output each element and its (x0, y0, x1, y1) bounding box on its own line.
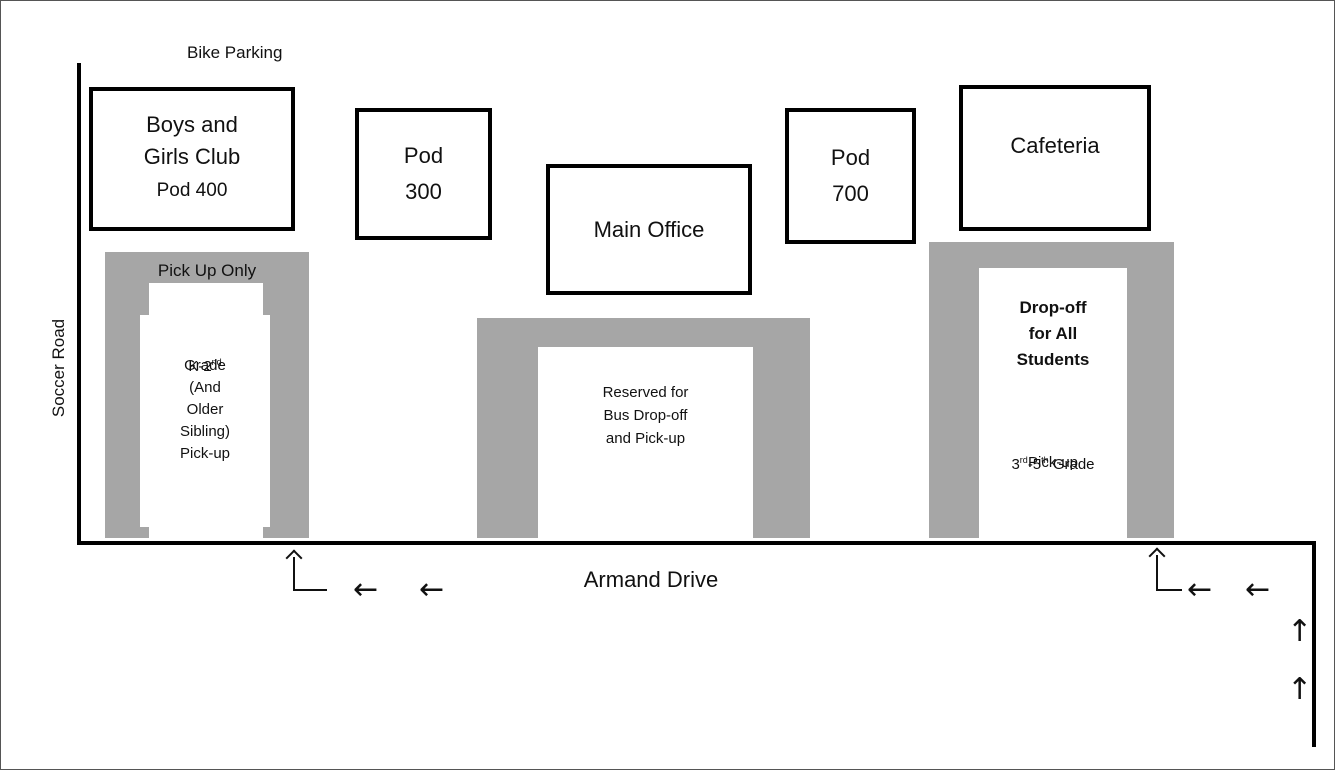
arrow-up-icon: ↑ (1287, 614, 1313, 649)
bus-reserved-label: Reserved for Bus Drop-off and Pick-up (602, 384, 689, 447)
turn-up-icon (1156, 555, 1182, 591)
pod-400-label: Pod 400 (156, 180, 228, 201)
bus-inner-lane (538, 347, 753, 538)
arrow-left-icon: ← (1187, 572, 1213, 607)
pickup-k2-grade-label: K-2nd (140, 329, 270, 378)
east-road-line (1312, 541, 1316, 747)
pod-300-line2: 300 (405, 179, 442, 204)
dropoff-grade-label: 3rd-5th Grade (979, 427, 1127, 476)
dropoff-inner-lane (979, 268, 1127, 538)
cafeteria-building: Cafeteria (959, 85, 1151, 231)
dropoff-grade-5-sup: th (1041, 455, 1049, 465)
pickup-k2-sup: nd (211, 357, 222, 367)
pickup-only-inner-lane-wide (140, 315, 270, 527)
arrow-left-icon: ← (353, 572, 379, 607)
bike-parking-label: Bike Parking (187, 43, 283, 62)
boys-girls-club-line1: Boys and (146, 112, 238, 137)
boys-and-girls-club-building: Boys and Girls Club Pod 400 (89, 87, 295, 231)
turn-up-icon (293, 557, 327, 591)
arrow-left-icon: ← (419, 572, 445, 607)
pod-300-line1: Pod (403, 143, 444, 168)
dropoff-title: Drop-off for All Students (1016, 298, 1090, 369)
soccer-road-line (77, 63, 81, 545)
dropoff-grade-3: 3 (1011, 456, 1020, 473)
main-office-building: Main Office (546, 164, 752, 295)
cafeteria-label: Cafeteria (1010, 133, 1100, 158)
pod-700-line2: 700 (832, 181, 869, 206)
armand-drive-line (77, 541, 1316, 545)
pickup-k2-prefix: K-2 (188, 358, 212, 375)
arrow-up-icon: ↑ (1287, 672, 1313, 707)
boys-girls-club-line2: Girls Club (143, 144, 241, 169)
dropoff-grade-3-sup: rd (1019, 455, 1028, 465)
pickup-k2-body: Grade (And Older Sibling) Pick-up (179, 357, 231, 462)
dropoff-grade-5: -5 (1027, 456, 1042, 473)
pod-700-building: Pod 700 (785, 108, 916, 244)
armand-drive-label: Armand Drive (583, 567, 719, 592)
pickup-only-header: Pick Up Only (157, 261, 257, 280)
arrow-left-icon: ← (1245, 572, 1271, 607)
dropoff-pickup-label: Pick-up (1027, 454, 1079, 471)
main-office-label: Main Office (593, 216, 705, 242)
pod-700-line1: Pod (830, 145, 871, 170)
pod-300-building: Pod 300 (355, 108, 492, 240)
soccer-road-label: Soccer Road (49, 318, 68, 418)
dropoff-grade-suffix: Grade (1048, 456, 1095, 473)
